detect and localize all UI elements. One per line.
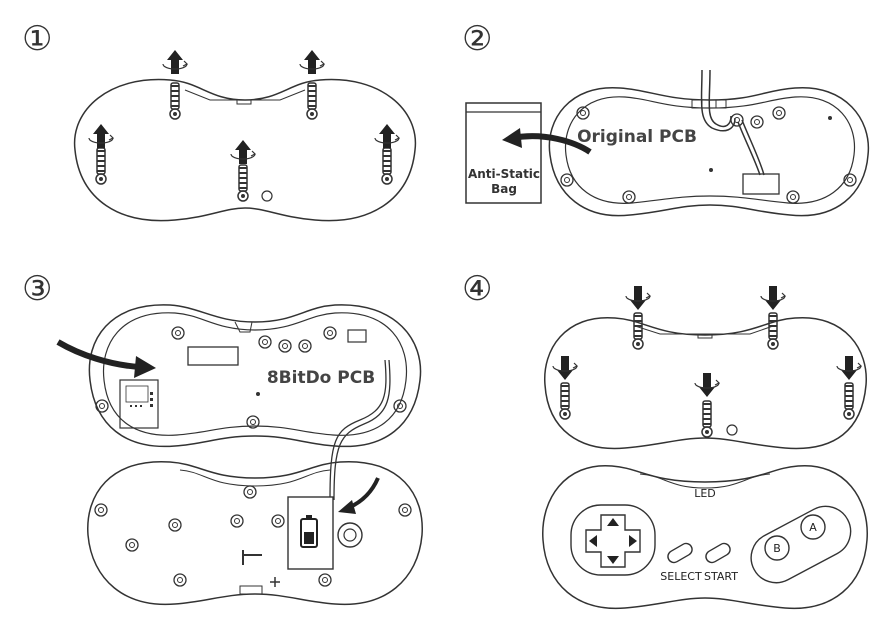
step-4-controller-front: LED SELECT START B A xyxy=(542,465,868,610)
b-button xyxy=(764,535,790,561)
screw-icon xyxy=(237,164,249,202)
hole-icon xyxy=(622,190,636,204)
screw-icon xyxy=(95,147,107,185)
screw-in-arrow-icon xyxy=(694,372,720,398)
hole-icon xyxy=(171,326,185,340)
hole-icon xyxy=(786,190,800,204)
start-button xyxy=(705,542,731,564)
select-button xyxy=(667,542,693,564)
step-4-controller-back xyxy=(544,285,867,450)
dpad xyxy=(570,504,656,576)
hole-icon xyxy=(168,518,182,532)
screw-in-arrow-icon xyxy=(552,355,578,381)
screw-in-arrow-icon xyxy=(760,285,786,311)
dpad-down-icon xyxy=(607,556,619,564)
bag-label-line1: Anti-Static xyxy=(468,167,540,181)
dpad-right-icon xyxy=(629,535,637,547)
step-1-number: ① xyxy=(22,19,52,59)
b-button-label: B xyxy=(773,542,781,555)
step-4-number: ④ xyxy=(462,269,492,309)
select-label: SELECT xyxy=(660,570,702,583)
screw-icon xyxy=(559,382,571,420)
led-label: LED xyxy=(694,487,716,500)
hole-icon xyxy=(94,503,108,517)
dpad-up-icon xyxy=(607,518,619,526)
hole-icon xyxy=(173,573,187,587)
unscrew-arrow-icon xyxy=(162,49,188,75)
unscrew-arrow-icon xyxy=(230,139,256,165)
step-1-controller-back xyxy=(73,49,417,222)
unscrew-arrow-icon xyxy=(299,49,325,75)
step-2-controller-open: Original PCB xyxy=(502,69,870,217)
hole-icon xyxy=(298,339,312,353)
hole-icon xyxy=(125,538,139,552)
hole-icon xyxy=(230,514,244,528)
hole-icon xyxy=(318,573,332,587)
hole-icon xyxy=(278,339,292,353)
hole-icon xyxy=(271,514,285,528)
bag-label-line2: Bag xyxy=(491,182,517,196)
unscrew-arrow-icon xyxy=(374,123,400,149)
screw-icon xyxy=(701,400,713,438)
step-3-pcb-shell: 8BitDo PCB xyxy=(56,304,422,501)
screw-in-arrow-icon xyxy=(625,285,651,311)
original-pcb-label: Original PCB xyxy=(577,127,697,147)
hole-icon xyxy=(560,173,574,187)
screw-icon xyxy=(306,82,318,120)
hole-icon xyxy=(772,106,786,120)
a-button xyxy=(800,514,826,540)
screw-icon xyxy=(843,382,855,420)
unscrew-arrow-icon xyxy=(88,123,114,149)
hole-icon xyxy=(258,335,272,349)
hole-icon xyxy=(243,485,257,499)
new-pcb-label: 8BitDo PCB xyxy=(267,368,375,388)
anti-static-bag: Anti-Static Bag xyxy=(465,102,542,204)
screw-icon xyxy=(381,147,393,185)
screw-icon xyxy=(632,312,644,350)
step-2-number: ② xyxy=(462,19,492,59)
dpad-left-icon xyxy=(589,535,597,547)
hole-icon xyxy=(95,399,109,413)
battery-icon xyxy=(300,515,318,548)
hole-icon xyxy=(398,503,412,517)
face-button-area xyxy=(750,505,852,584)
step-3-number: ③ xyxy=(22,269,52,309)
screw-icon xyxy=(767,312,779,350)
screw-in-arrow-icon xyxy=(836,355,862,381)
hole-icon xyxy=(323,326,337,340)
step-3-front-shell xyxy=(87,461,423,606)
a-button-label: A xyxy=(809,521,817,534)
hole-icon xyxy=(750,115,764,129)
screw-icon xyxy=(169,82,181,120)
start-label: START xyxy=(704,570,738,583)
hole-icon xyxy=(730,113,744,127)
